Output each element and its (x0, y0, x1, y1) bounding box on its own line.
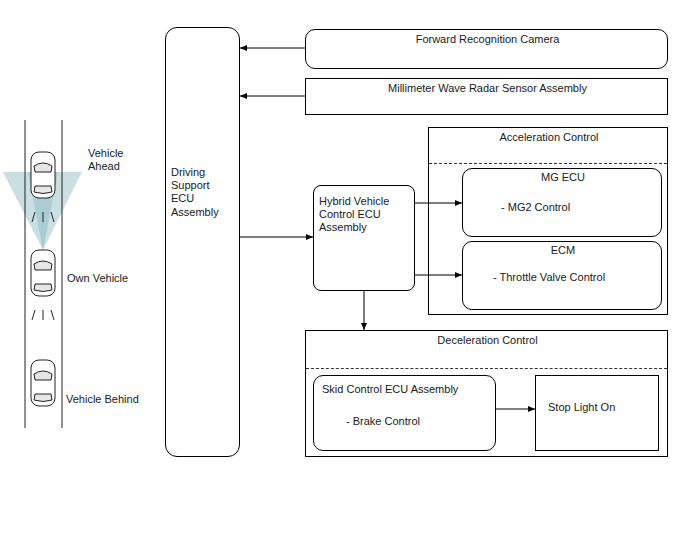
node-heading: Deceleration Control (306, 334, 669, 347)
node-heading: MG ECU (463, 171, 663, 184)
ecu-box: ECM - Throttle Valve Control (462, 241, 662, 310)
car-own (31, 250, 55, 296)
lane-line (62, 120, 63, 428)
sensor-box: Millimeter Wave Radar Sensor Assembly (305, 78, 668, 115)
dashed-separator (306, 368, 667, 369)
control-group: Deceleration ControlSkid Control ECU Ass… (305, 330, 668, 457)
node-heading: Skid Control ECU Assembly (322, 383, 492, 396)
ecu-box: Driving Support ECU Assembly (165, 27, 240, 457)
node-body: - MG2 Control (501, 201, 661, 214)
ecu-box: Skid Control ECU Assembly - Brake Control (313, 375, 496, 451)
motion-marks (32, 212, 54, 320)
arrow-connector (415, 203, 462, 204)
dashed-separator (429, 163, 667, 164)
sensor-box: Forward Recognition Camera (305, 29, 668, 69)
node-heading: Driving Support ECU Assembly (171, 166, 233, 219)
vehicle-label: Vehicle Ahead (88, 147, 138, 173)
node-heading: Acceleration Control (429, 131, 669, 144)
ecu-box: Hybrid Vehicle Control ECU Assembly (313, 185, 415, 291)
lane-line (25, 120, 26, 428)
node-heading: Millimeter Wave Radar Sensor Assembly (306, 82, 669, 95)
output-box: Stop Light On (535, 375, 659, 451)
node-heading: ECM (463, 244, 663, 257)
node-body: - Brake Control (346, 415, 494, 428)
arrow-connector (240, 237, 313, 238)
arrow-connector (364, 291, 365, 330)
car-behind (31, 360, 55, 406)
arrow-connector (496, 409, 535, 410)
ecu-box: MG ECU - MG2 Control (462, 168, 662, 237)
arrow-connector (415, 275, 462, 276)
node-body: - Throttle Valve Control (493, 271, 661, 284)
vehicle-label: Vehicle Behind (66, 393, 146, 406)
node-heading: Hybrid Vehicle Control ECU Assembly (319, 195, 409, 235)
control-group: Acceleration Control MG ECU - MG2 ControlE… (428, 127, 668, 315)
arrow-connector (240, 96, 305, 97)
car-ahead (31, 152, 55, 198)
node-heading: Forward Recognition Camera (306, 33, 669, 46)
arrow-connector (240, 48, 305, 49)
vehicle-label: Own Vehicle (67, 272, 137, 285)
node-heading: Stop Light On (548, 401, 658, 414)
